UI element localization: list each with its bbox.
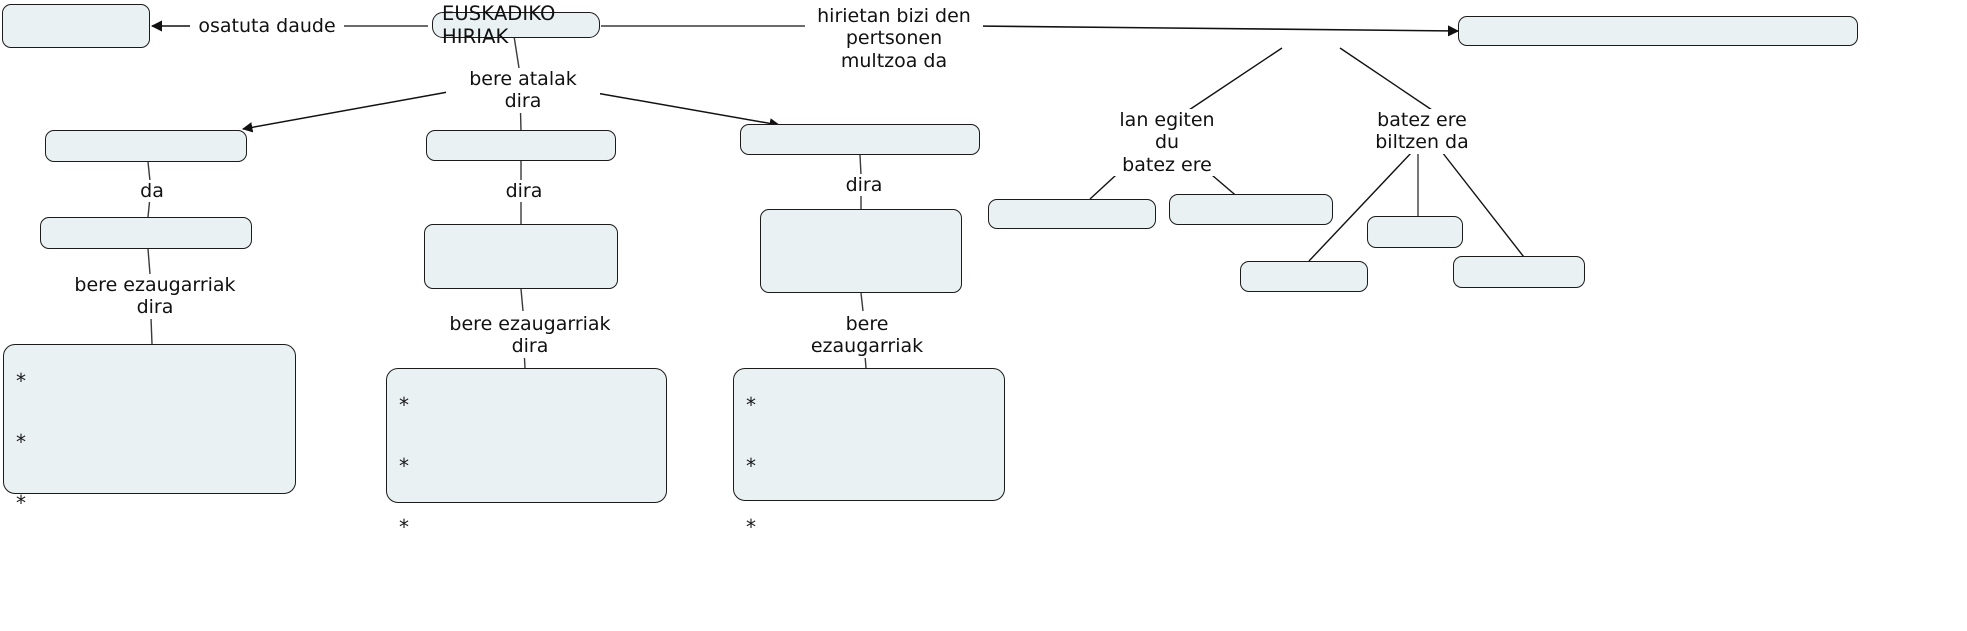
node-branch-1-mid[interactable] bbox=[40, 217, 252, 249]
node-osatuta-box[interactable] bbox=[2, 4, 150, 48]
edge-label-bere-ezaugarriak-dira-left: bere ezaugarriak dira bbox=[62, 274, 248, 319]
node-gather-box-3[interactable] bbox=[1453, 256, 1585, 288]
bullet-item: * bbox=[16, 430, 27, 454]
bullet-item: * bbox=[16, 491, 27, 515]
connector-branch3-to-dira bbox=[859, 154, 862, 176]
node-branch-1-top[interactable] bbox=[45, 130, 247, 162]
connector-hirietan-to-population bbox=[973, 25, 1460, 37]
bullet-item: * bbox=[746, 454, 757, 478]
connector-population-to-lanegiten bbox=[1188, 47, 1283, 111]
node-root-euskadiko-hiriak[interactable]: EUSKADIKO HIRIAK bbox=[432, 2, 600, 48]
node-population-box[interactable] bbox=[1458, 16, 1858, 46]
edge-label-bere-ezaugarriak-dira-middle: bere ezaugarriak dira bbox=[437, 313, 623, 358]
connector-branch2mid-to-label bbox=[520, 288, 524, 312]
node-gather-box-2[interactable] bbox=[1367, 216, 1463, 248]
node-gather-box-1[interactable] bbox=[1240, 261, 1368, 292]
node-work-box-2[interactable] bbox=[1169, 194, 1333, 225]
edge-label-dira-middle: dira bbox=[495, 180, 553, 203]
edge-label-da: da bbox=[123, 180, 181, 203]
connector-branch1mid-to-label bbox=[147, 248, 151, 275]
edge-label-dira-right: dira bbox=[835, 174, 893, 197]
node-branch-3-top[interactable] bbox=[740, 124, 980, 155]
connector-atalak-to-branch3 bbox=[578, 89, 781, 129]
edge-label-osatuta-daude: osatuta daude bbox=[190, 15, 344, 38]
bullet-item: * bbox=[399, 515, 410, 539]
bullet-item: * bbox=[746, 393, 757, 417]
edge-label-bere-atalak-dira: bere atalak dira bbox=[446, 68, 600, 113]
node-features-3[interactable]: * * * bbox=[733, 368, 1005, 537]
bullet-item: * bbox=[16, 369, 27, 393]
edge-label-bere-ezaugarriak-right: bere ezaugarriak bbox=[793, 313, 941, 358]
bullet-item: * bbox=[399, 454, 410, 478]
node-branch-2-top[interactable] bbox=[426, 130, 616, 161]
node-features-2[interactable]: * * * bbox=[386, 368, 667, 537]
node-branch-2-mid[interactable] bbox=[424, 224, 618, 289]
node-branch-3-mid[interactable] bbox=[760, 209, 962, 293]
bullet-item: * bbox=[399, 393, 410, 417]
node-features-1[interactable]: * * * bbox=[3, 344, 296, 513]
edge-label-lan-egiten-du: lan egiten du batez ere bbox=[1102, 109, 1232, 177]
connector-atalak-to-branch1 bbox=[241, 89, 460, 133]
edge-label-batez-ere-biltzen-da: batez ere biltzen da bbox=[1360, 109, 1484, 154]
bullet-item: * bbox=[746, 515, 757, 539]
edge-label-hirietan-bizi: hirietan bizi den pertsonen multzoa da bbox=[805, 5, 983, 73]
connector-branch1-to-da bbox=[147, 161, 151, 182]
connector-branch3mid-to-label bbox=[860, 292, 864, 312]
node-work-box-1[interactable] bbox=[988, 199, 1156, 229]
connector-population-to-batezere bbox=[1339, 47, 1433, 111]
